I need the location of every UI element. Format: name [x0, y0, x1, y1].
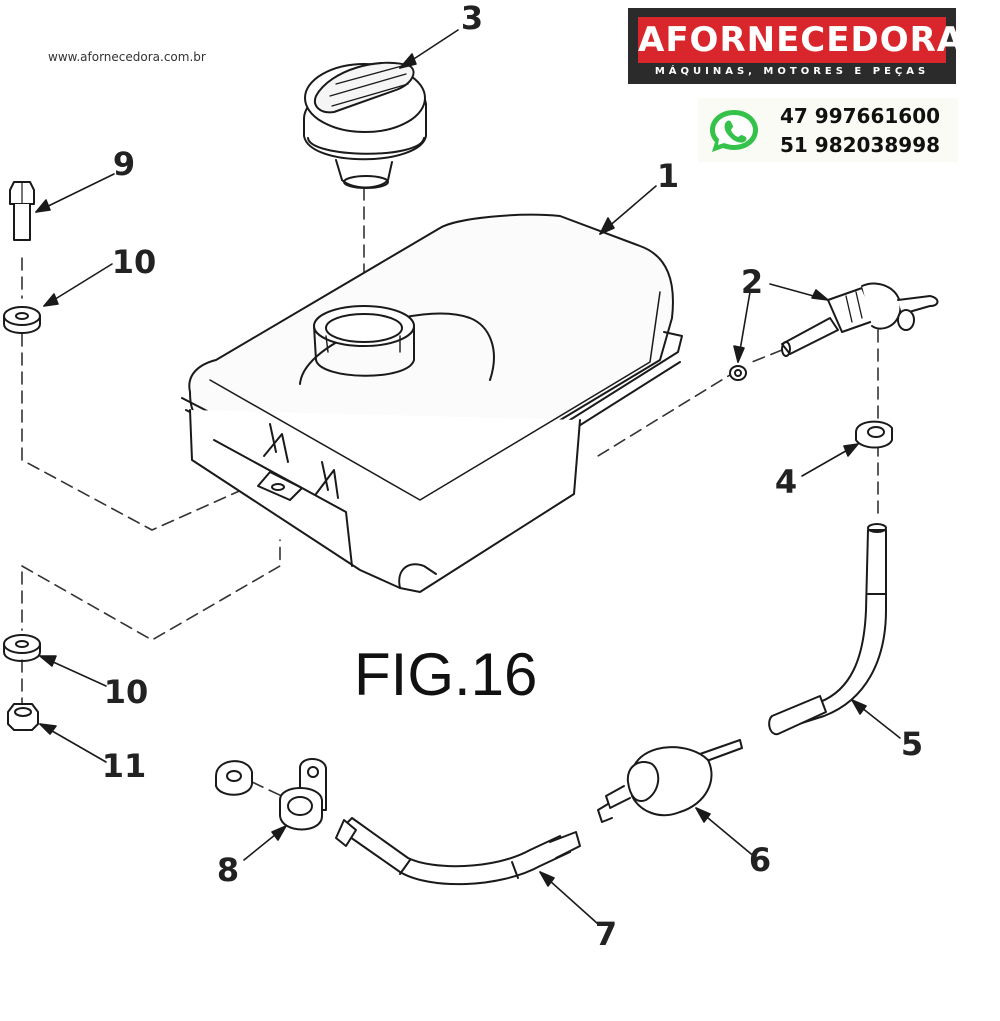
fuel-tank [181, 213, 683, 593]
fuel-hose-lower [335, 817, 581, 886]
callout-4: 4 [774, 463, 798, 501]
brand-tagline: MÁQUINAS, MOTORES E PEÇAS [654, 66, 930, 77]
callout-10-bottom: 10 [103, 673, 149, 711]
washer-top [3, 306, 41, 334]
site-url: www.afornecedora.com.br [48, 50, 206, 64]
fuel-cap [303, 61, 427, 189]
brand-logo: AFORNECEDORA MÁQUINAS, MOTORES E PEÇAS [628, 8, 965, 84]
assembly-lines [21, 187, 879, 799]
nut [7, 703, 39, 731]
whatsapp-icon [710, 110, 758, 152]
fuel-filter [597, 739, 743, 823]
callout-11: 11 [101, 747, 147, 785]
brand-band: AFORNECEDORA [638, 17, 965, 63]
phone-number-1: 47 997661600 [780, 104, 941, 128]
washer-bottom [3, 634, 41, 662]
callout-3: 3 [460, 0, 484, 37]
figure-label: FIG.16 [354, 641, 538, 708]
callout-6: 6 [748, 841, 772, 879]
fuel-hose-upper [768, 523, 887, 736]
phone-number-2: 51 982038998 [780, 133, 941, 157]
contact-box: 47 997661600 51 982038998 [698, 98, 958, 162]
bolt [9, 181, 35, 241]
pipe-clamp [215, 758, 327, 831]
brand-name: AFORNECEDORA [638, 20, 965, 60]
callout-10-top: 10 [111, 243, 157, 281]
callout-5: 5 [900, 725, 924, 763]
fuel-valve [729, 282, 939, 381]
callout-1: 1 [656, 157, 680, 195]
hose-clamp [855, 420, 893, 449]
callout-2: 2 [740, 263, 764, 301]
leader-lines [35, 29, 901, 925]
callout-9: 9 [112, 145, 136, 183]
callout-8: 8 [216, 851, 240, 889]
callout-7: 7 [594, 915, 618, 953]
